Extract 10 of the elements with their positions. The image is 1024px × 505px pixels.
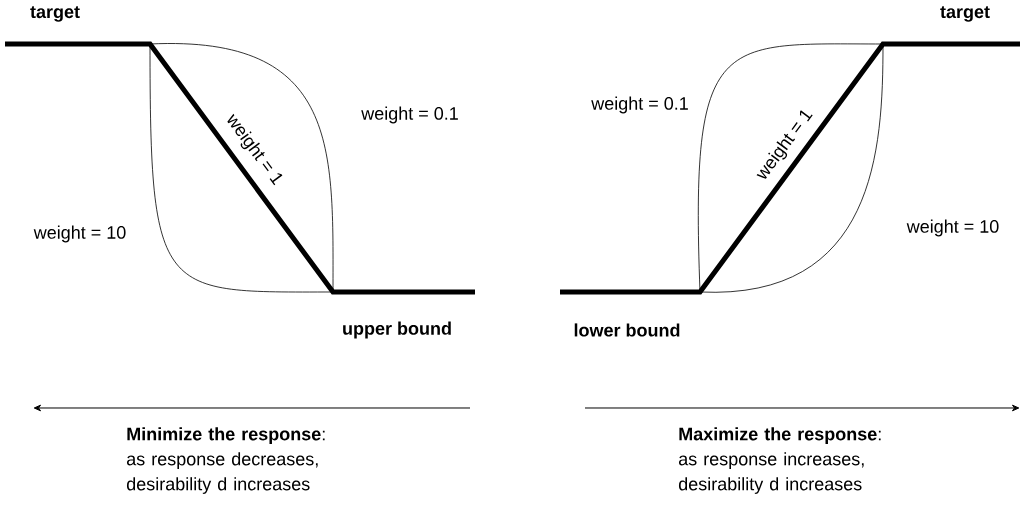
caption: Maximize the response: as response increases, desirability d increases	[678, 427, 881, 494]
bound-label: lower bound	[574, 323, 680, 337]
bound-label: upper bound	[343, 321, 451, 339]
weight-label: weight = 10	[906, 219, 999, 237]
weight-label: weight = 0.1	[361, 106, 458, 124]
weight-label: weight = 10	[33, 225, 126, 243]
target-label: target	[30, 6, 80, 22]
caption: Minimize the response: as response decreases, desirability d increases	[126, 427, 325, 494]
weight-label: weight = 0.1	[591, 96, 688, 114]
target-label: target	[940, 6, 990, 22]
